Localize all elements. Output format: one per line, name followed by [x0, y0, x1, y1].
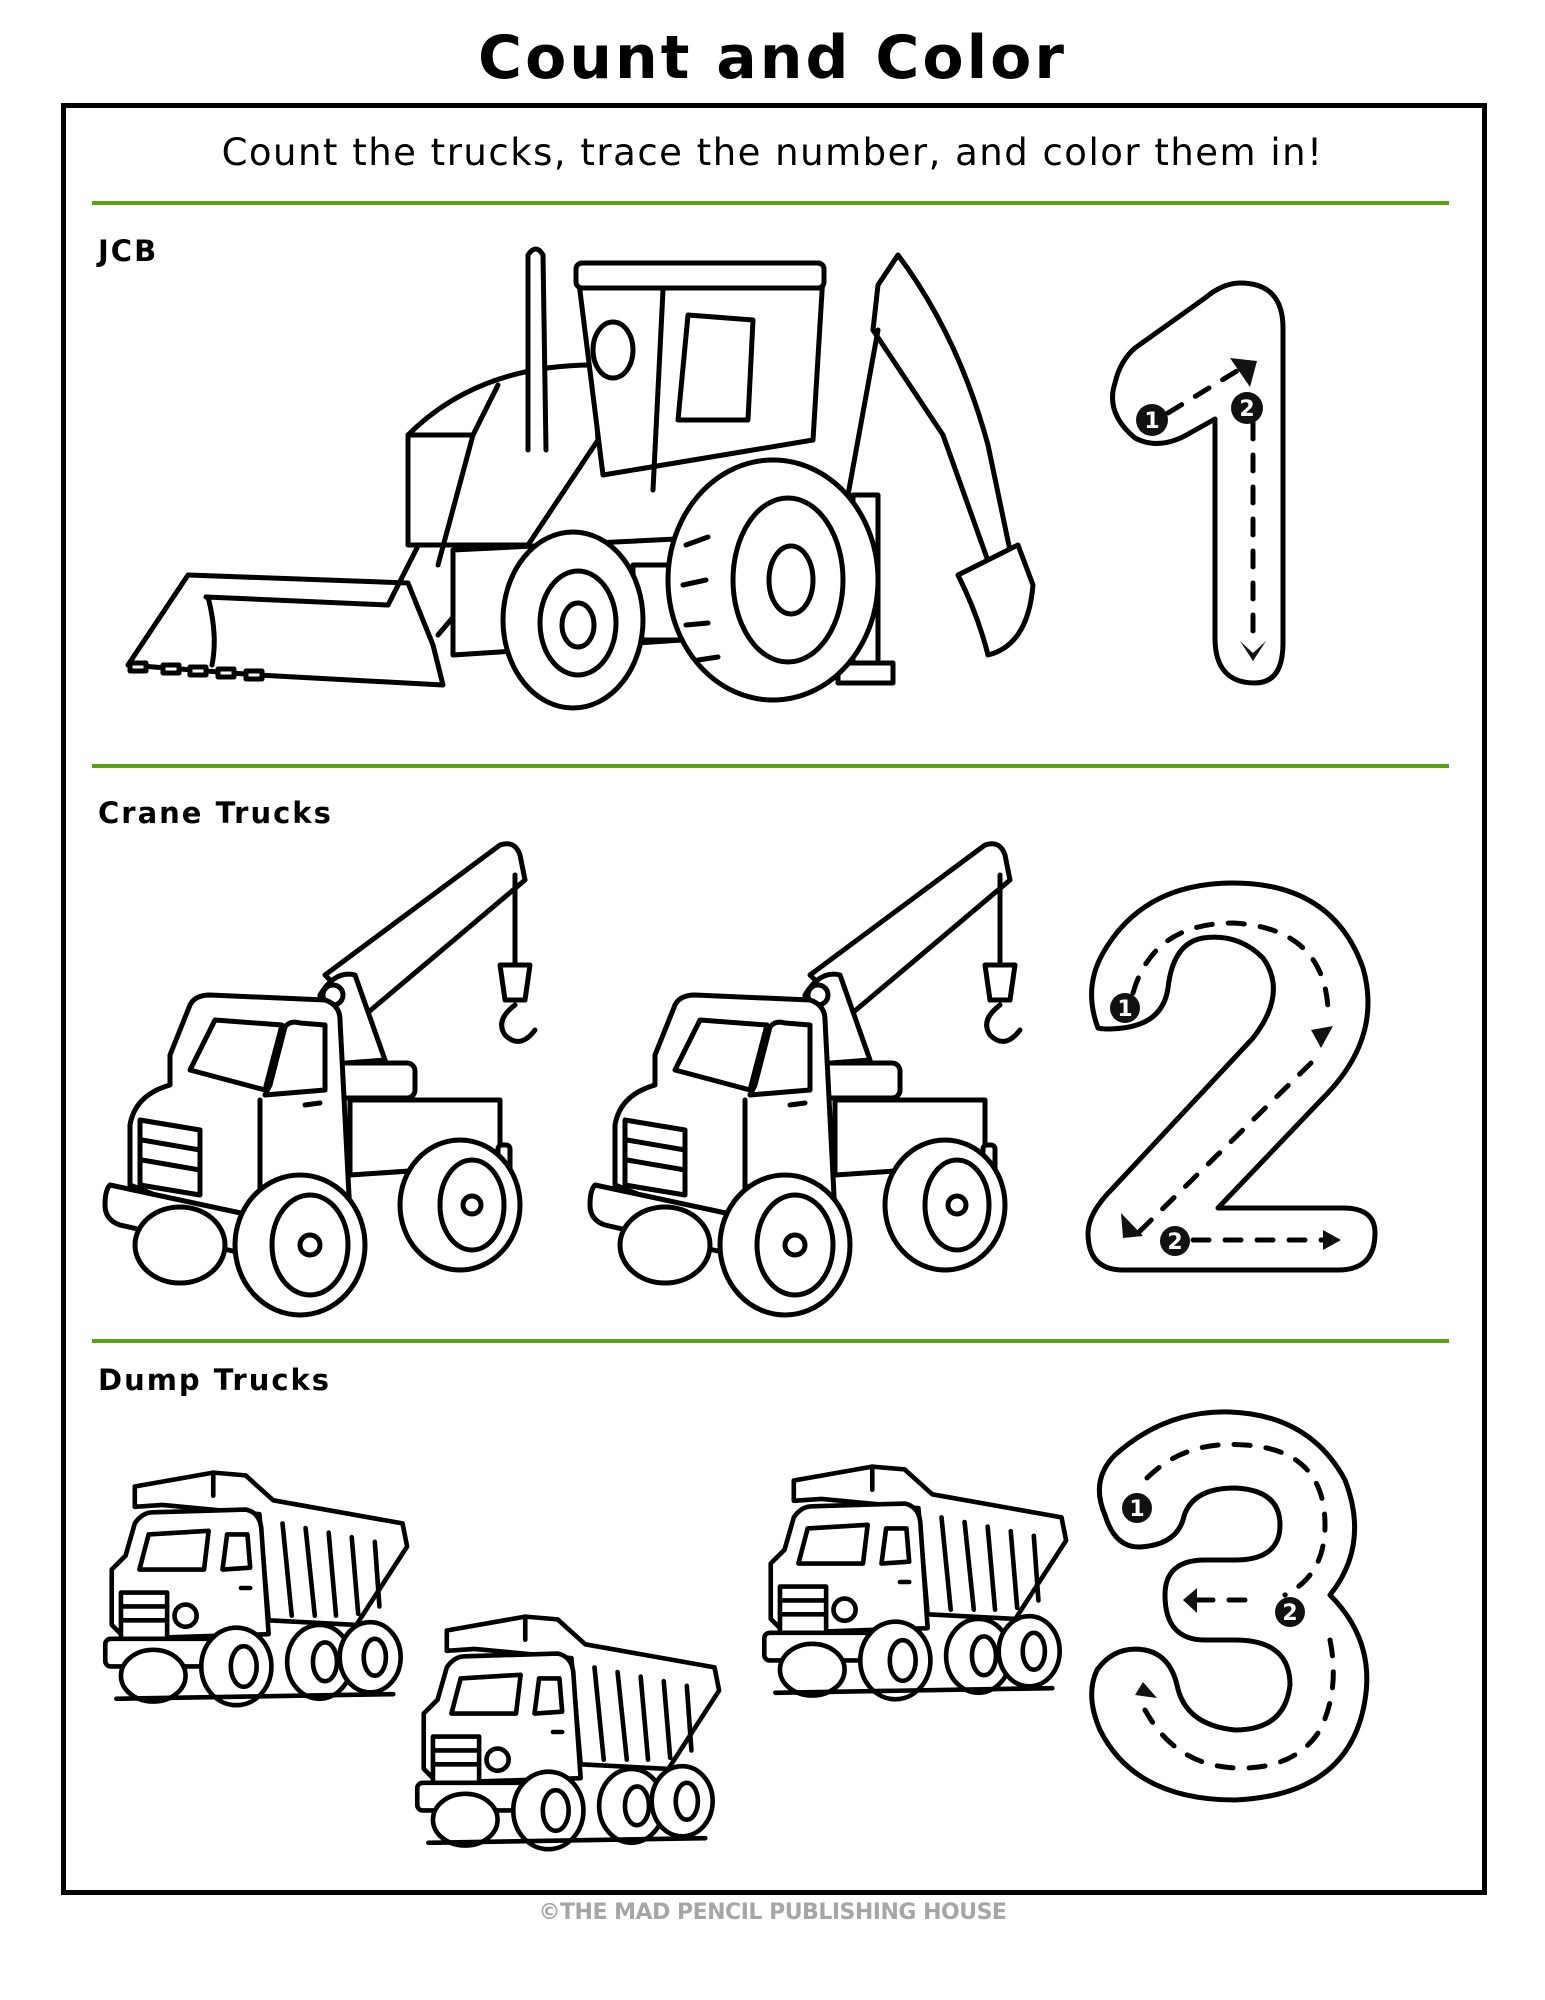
step-label-1: 1: [1117, 997, 1132, 1022]
number-2-outline: [1085, 880, 1378, 1273]
arrow-icon: [1121, 1213, 1143, 1238]
arrow-up-icon: [1135, 1682, 1157, 1698]
step-badge-2: [1160, 1226, 1190, 1256]
worksheet-frame: [61, 103, 1487, 1895]
jcb-backhoe-bucket: [955, 542, 1036, 658]
section-divider-crane: [92, 764, 1449, 768]
arrow-right-icon: [1323, 1230, 1341, 1250]
step-badge-1: [1136, 404, 1168, 436]
step-badge-1: [1122, 1493, 1152, 1523]
crane-truck-illustration[interactable]: [100, 835, 560, 1305]
step-badge-2: [1275, 1597, 1305, 1627]
bucket-teeth: [127, 660, 265, 682]
jcb-cab-window: [675, 312, 756, 423]
step-label-2: 2: [1239, 397, 1254, 422]
section-divider-dump: [92, 1339, 1449, 1343]
number-3-outline: [1089, 1409, 1370, 1803]
jcb-backhoe-illustration[interactable]: [108, 245, 1043, 711]
step-badge-2: [1231, 392, 1263, 424]
step-label-1: 1: [1129, 1497, 1144, 1522]
section-label-dump-trucks: Dump Trucks: [98, 1363, 332, 1397]
jcb-front-wheel: [500, 529, 646, 711]
section-divider-jcb: [92, 201, 1449, 205]
crane-truck-illustration[interactable]: [585, 835, 1045, 1305]
step-label-2: 2: [1167, 1230, 1182, 1255]
arrow-icon: [1311, 1026, 1333, 1048]
copyright-footer: ©THE MAD PENCIL PUBLISHING HOUSE: [538, 1900, 1007, 1925]
trace-number-2[interactable]: 1 2: [1083, 878, 1378, 1274]
jcb-backhoe-boom: [870, 252, 1016, 578]
jcb-hood: [405, 362, 601, 548]
dump-truck-illustration[interactable]: [744, 1462, 1079, 1702]
number-1-outline: [1110, 280, 1286, 686]
trace-number-1[interactable]: 1 2: [1105, 280, 1286, 688]
arrow-down-icon: [1240, 641, 1266, 661]
jcb-exhaust: [525, 246, 549, 453]
section-label-jcb: JCB: [98, 234, 159, 268]
page-title: Count and Color: [478, 23, 1067, 93]
dump-truck-illustration[interactable]: [85, 1468, 420, 1708]
dump-truck-illustration[interactable]: [397, 1612, 732, 1852]
arrow-left-icon: [1183, 1588, 1197, 1613]
arrow-icon: [1230, 358, 1257, 387]
trace-number-3[interactable]: 1 2: [1085, 1400, 1370, 1803]
section-label-crane-trucks: Crane Trucks: [98, 796, 333, 830]
step-badge-1: [1110, 993, 1140, 1023]
instructions-text: Count the trucks, trace the number, and …: [221, 131, 1324, 174]
step-label-2: 2: [1282, 1601, 1297, 1626]
step-label-1: 1: [1144, 409, 1159, 434]
jcb-rear-wheel: [665, 457, 881, 703]
